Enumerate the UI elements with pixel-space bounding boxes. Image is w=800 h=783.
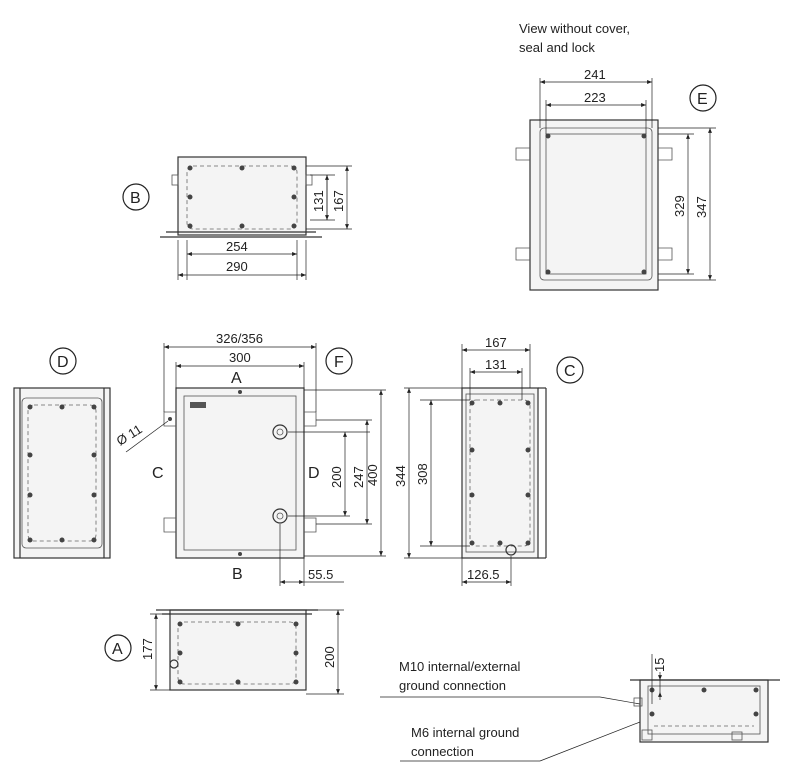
dim-326-356: 326/356 bbox=[216, 331, 263, 346]
dim-254: 254 bbox=[226, 239, 248, 254]
side-label-a: A bbox=[231, 370, 242, 387]
view-label-c: C bbox=[564, 363, 576, 380]
dim-167: 167 bbox=[331, 190, 346, 212]
m10-note-1: M10 internal/external bbox=[399, 659, 521, 674]
view-label-a: A bbox=[112, 641, 123, 658]
dim-290: 290 bbox=[226, 259, 248, 274]
view-label-f: F bbox=[334, 354, 344, 371]
side-label-d: D bbox=[308, 465, 320, 482]
side-label-b: B bbox=[232, 566, 243, 583]
view-c: C 167 131 308 344 126.5 bbox=[393, 335, 584, 586]
view-f: F A B C D 326/356 300 Ø 11 200 247 400 bbox=[114, 331, 386, 586]
view-d: D bbox=[13, 347, 111, 559]
dim-344: 344 bbox=[393, 465, 408, 487]
view-b: 254 290 131 167 B bbox=[122, 156, 352, 280]
view-a: A 177 200 bbox=[104, 609, 344, 695]
dim-177: 177 bbox=[140, 638, 155, 660]
dim-15: 15 bbox=[652, 658, 667, 672]
dim-400: 400 bbox=[365, 464, 380, 486]
dim-131: 131 bbox=[311, 190, 326, 212]
dim-347: 347 bbox=[694, 196, 709, 218]
dim-200: 200 bbox=[329, 466, 344, 488]
dim-c-167: 167 bbox=[485, 335, 507, 350]
dim-300: 300 bbox=[229, 350, 251, 365]
view-label-d: D bbox=[57, 354, 69, 371]
side-label-c: C bbox=[152, 465, 164, 482]
m10-note-2: ground connection bbox=[399, 678, 506, 693]
view-e: View without cover, seal and lock 241 22… bbox=[515, 21, 717, 291]
ground-detail: M10 internal/external ground connection … bbox=[380, 654, 780, 762]
dim-329: 329 bbox=[672, 195, 687, 217]
view-e-note-2: seal and lock bbox=[519, 40, 595, 55]
dim-241: 241 bbox=[584, 67, 606, 82]
dim-223: 223 bbox=[584, 90, 606, 105]
view-label-e: E bbox=[697, 91, 708, 108]
dim-c-131: 131 bbox=[485, 357, 507, 372]
dim-126-5: 126.5 bbox=[467, 567, 500, 582]
m6-note-2: connection bbox=[411, 744, 474, 759]
view-label-b: B bbox=[130, 190, 141, 207]
dim-dia-11: Ø 11 bbox=[114, 421, 145, 448]
dim-308: 308 bbox=[415, 463, 430, 485]
dim-247: 247 bbox=[351, 466, 366, 488]
view-e-note-1: View without cover, bbox=[519, 21, 630, 36]
m6-note-1: M6 internal ground bbox=[411, 725, 519, 740]
dim-200-a: 200 bbox=[322, 646, 337, 668]
dim-55-5: 55.5 bbox=[308, 567, 333, 582]
